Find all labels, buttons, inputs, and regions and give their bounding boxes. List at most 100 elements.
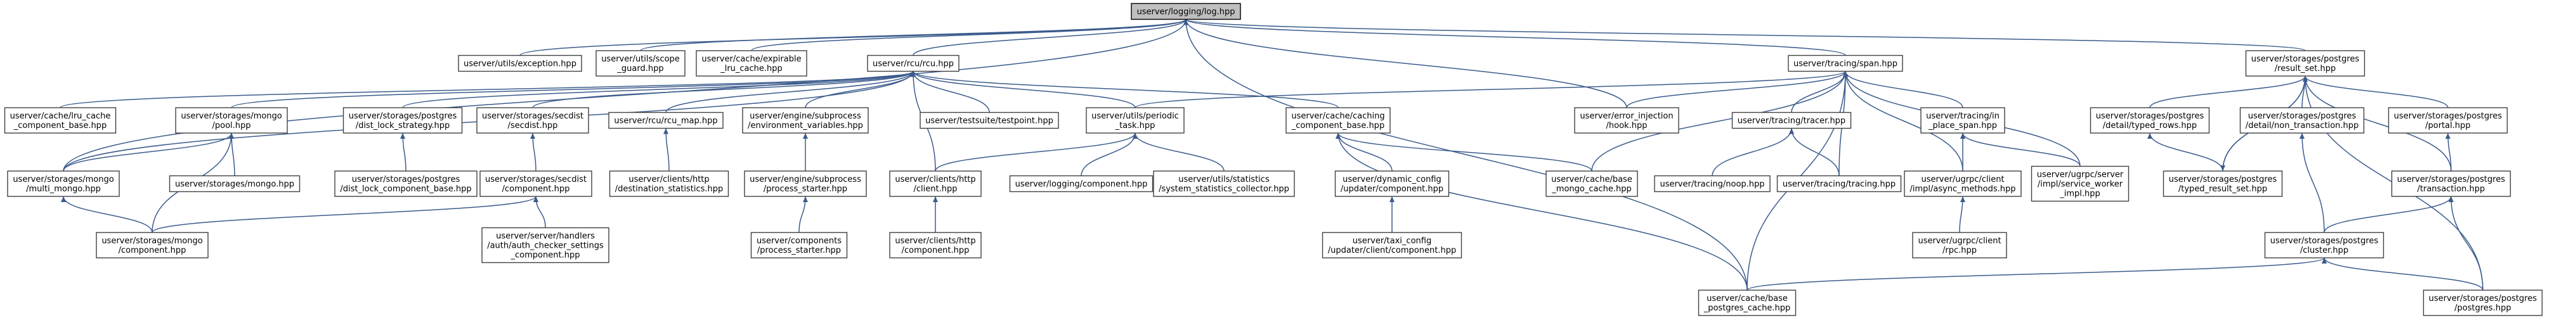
graph-node-scope-guard[interactable]: userver/utils/scope_guard.hpp [595,50,686,77]
graph-node-cluster[interactable]: userver/storages/postgres/cluster.hpp [2264,232,2384,258]
edge-arrowhead [803,196,808,202]
graph-node-process-starter[interactable]: userver/engine/subprocess/process_starte… [744,170,867,197]
node-box [2090,107,2210,134]
edge-result-set-to-log [1185,18,2306,51]
graph-node-non-transaction[interactable]: userver/storages/postgres/detail/non_tra… [2239,107,2365,134]
graph-node-http-client[interactable]: userver/clients/http/client.hpp [889,170,982,197]
edge-arrowhead [1389,196,1395,202]
node-box [1322,232,1462,258]
node-label-line: userver/components [757,236,842,246]
node-label-line: /auth/auth_checker_settings [487,241,604,251]
node-box [1131,3,1241,20]
edge-arrowhead [663,128,668,134]
edge-typed-result-set-to-typed-rows [2149,132,2223,172]
node-label-line: /process_starter.hpp [764,184,847,194]
graph-node-tracer[interactable]: userver/tracing/tracer.hpp [1731,112,1852,129]
graph-node-noop[interactable]: userver/tracing/noop.hpp [1654,175,1771,193]
edge-async-methods-to-span [1845,71,1963,172]
node-box [169,175,301,193]
graph-node-dest-stats[interactable]: userver/clients/http/destination_statist… [609,170,729,197]
node-label-line: /postgres.hpp [2454,303,2511,313]
node-box [1574,107,1679,134]
edge-multi-mongo-to-log [63,19,1187,172]
edge-expirable-lru-to-log [751,18,1187,51]
node-box [1904,170,2022,197]
graph-node-result-set[interactable]: userver/storages/postgres/result_set.hpp [2245,50,2365,77]
graph-node-auth-checker[interactable]: userver/server/handlers/auth/auth_checke… [481,227,609,264]
edge-arrowhead [1789,128,1794,134]
graph-node-taxi-config[interactable]: userver/taxi_config/updater/client/compo… [1322,232,1462,258]
graph-node-dyn-config-updater[interactable]: userver/dynamic_config/updater/component… [1334,170,1450,197]
graph-node-periodic-task[interactable]: userver/utils/periodic_task.hpp [1086,107,1185,134]
node-label-line: userver/storages/postgres [2248,112,2357,121]
graph-node-service-worker[interactable]: userver/ugrpc/server/impl/service_worker… [2031,165,2130,202]
graph-node-mongo-pool[interactable]: userver/storages/mongo/pool.hpp [175,107,288,134]
graph-node-span[interactable]: userver/tracing/span.hpp [1788,54,1903,72]
graph-node-caching-component[interactable]: userver/cache/caching_component_base.hpp [1285,107,1391,134]
edge-dyn-config-updater-to-caching-component [1337,132,1393,172]
graph-node-lru-cache-component[interactable]: userver/cache/lru_cache_component_base.h… [4,107,117,134]
graph-node-rcu[interactable]: userver/rcu/rcu.hpp [867,54,959,72]
node-box [481,227,609,264]
graph-node-dist-lock-strategy[interactable]: userver/storages/postgres/dist_lock_stra… [342,107,463,134]
node-label-line: /secdist.hpp [508,121,558,131]
graph-node-mongo-hpp[interactable]: userver/storages/mongo.hpp [169,175,301,193]
graph-node-dist-lock-component[interactable]: userver/storages/postgres/dist_lock_comp… [334,170,478,197]
graph-node-secdist-component[interactable]: userver/storages/secdist/component.hpp [479,170,592,197]
node-label-line: userver/cache/expirable [701,54,801,64]
graph-node-base-postgres-cache[interactable]: userver/cache/base_postgres_cache.hpp [1698,290,1797,316]
node-label-line: userver/storages/postgres [2397,175,2506,184]
edge-arrowhead [2449,196,2454,202]
graph-node-transaction[interactable]: userver/storages/postgres/transaction.hp… [2391,170,2511,197]
node-box [608,112,724,129]
node-label-line: userver/tracing/tracing.hpp [1783,180,1896,189]
edge-arrowhead [400,133,405,139]
node-label-line: _impl.hpp [2059,189,2100,199]
graph-node-grpc-rpc[interactable]: userver/ugrpc/client/rpc.hpp [1912,232,2007,258]
edge-caching-component-to-rcu [913,70,1339,108]
node-label-line: /result_set.hpp [2275,64,2336,73]
graph-node-log[interactable]: userver/logging/log.hpp [1131,3,1241,20]
graph-node-mongo-component[interactable]: userver/storages/mongo/component.hpp [96,232,209,258]
graph-node-tracing-hpp[interactable]: userver/tracing/tracing.hpp [1776,175,1902,193]
edge-logging-component-to-periodic-task [1081,132,1136,176]
node-label-line: userver/storages/postgres [349,112,457,121]
graph-node-rcu-map[interactable]: userver/rcu/rcu_map.hpp [608,112,724,129]
graph-node-in-place-span[interactable]: userver/tracing/in_place_span.hpp [1920,107,2005,134]
graph-node-http-component[interactable]: userver/clients/http/component.hpp [889,232,982,258]
node-label-line: /multi_mongo.hpp [26,184,101,194]
node-label-line: userver/error_injection [1580,112,1673,121]
node-label-line: _lru_cache.hpp [720,64,783,73]
node-label-line: /component.hpp [502,184,570,194]
graph-node-secdist[interactable]: userver/storages/secdist/secdist.hpp [476,107,589,134]
edge-http-client-to-periodic-task [935,132,1136,172]
graph-node-async-methods[interactable]: userver/ugrpc/client/impl/async_methods.… [1904,170,2022,197]
graph-node-sys-stats[interactable]: userver/utils/statistics/system_statisti… [1153,170,1295,197]
graph-node-portal[interactable]: userver/storages/postgres/portal.hpp [2388,107,2508,134]
node-label-line: userver/storages/postgres [352,175,460,184]
graph-node-base-mongo-cache[interactable]: userver/cache/base_mongo_cache.hpp [1545,170,1638,197]
graph-node-env-vars[interactable]: userver/engine/subprocess/environment_va… [742,107,869,134]
graph-node-error-injection[interactable]: userver/error_injection/hook.hpp [1574,107,1679,134]
node-label-line: userver/engine/subprocess [750,175,861,184]
edge-arrowhead [2445,133,2450,139]
graph-node-postgres-hpp[interactable]: userver/storages/postgres/postgres.hpp [2423,290,2543,316]
edge-arrowhead [1960,133,1965,139]
graph-node-testpoint[interactable]: userver/testsuite/testpoint.hpp [920,112,1059,129]
graph-node-exception[interactable]: userver/utils/exception.hpp [458,54,582,72]
node-label-line: _component.hpp [511,251,580,260]
node-label-line: userver/storages/postgres [2169,175,2277,184]
graph-node-components-process[interactable]: userver/components/process_starter.hpp [750,232,848,258]
node-box [1698,290,1797,316]
graph-node-logging-component[interactable]: userver/logging/component.hpp [1009,175,1154,193]
edge-lru-cache-component-to-rcu [60,70,914,108]
edge-secdist-to-rcu [532,70,914,108]
node-box [1086,107,1185,134]
graph-node-expirable-lru[interactable]: userver/cache/expirable_lru_cache.hpp [696,50,807,77]
graph-node-typed-result-set[interactable]: userver/storages/postgres/typed_result_s… [2163,170,2283,197]
node-label-line: userver/storages/postgres [2394,112,2502,121]
graph-node-multi-mongo[interactable]: userver/storages/mongo/multi_mongo.hpp [7,170,120,197]
node-box [889,170,982,197]
graph-node-typed-rows[interactable]: userver/storages/postgres/detail/typed_r… [2090,107,2210,134]
edge-arrowhead [933,196,938,202]
